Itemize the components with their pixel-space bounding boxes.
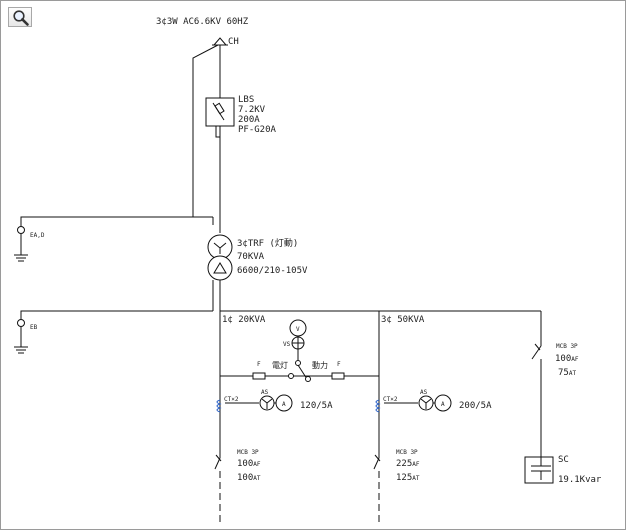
capacitor-mcb-switch — [531, 345, 542, 360]
transformer-capacity: 70KVA — [237, 252, 265, 262]
feeder-right-ammeter-circle — [434, 394, 452, 412]
feeder-left-at-value: 100 — [237, 473, 253, 483]
fuse-left — [252, 372, 266, 380]
magnifier-icon — [13, 10, 29, 26]
ground-eb-wire — [20, 310, 213, 319]
zoom-button[interactable] — [8, 7, 32, 27]
fuse-left-label: F — [257, 361, 261, 368]
ground-ead-symbol — [14, 226, 28, 262]
meter-light-label: 電灯 — [272, 360, 288, 370]
lbs-voltage: 7.2KV — [238, 105, 266, 115]
feeder-left-at: 100AT — [237, 473, 261, 483]
capacitor-at-unit: AT — [569, 370, 577, 377]
lbs-symbol — [205, 97, 235, 137]
feeder-right-as: AS — [420, 389, 428, 396]
cable-head-symbol — [212, 37, 228, 46]
cable-head-label: CH — [228, 37, 239, 47]
feeder-left-as: AS — [261, 389, 269, 396]
lbs-fuse: PF-G20A — [238, 125, 277, 135]
feeder-right-title: 3¢ 50KVA — [381, 315, 425, 325]
feeder-left-ammeter-circle — [275, 394, 293, 412]
voltmeter-switch-symbol — [291, 336, 305, 350]
feeder-left-mcb-title: MCB 3P — [237, 449, 259, 456]
feeder-right-ct-symbol — [375, 399, 381, 413]
feeder-right-at: 125AT — [396, 473, 420, 483]
ground-eb-label: EB — [30, 324, 38, 331]
capacitor-af-unit: AF — [571, 356, 579, 363]
feeder-left-mcb-switch — [214, 457, 221, 470]
feeder-left-af-value: 100 — [237, 459, 253, 469]
capacitor-rating: 19.1Kvar — [558, 475, 602, 485]
feeder-right-ammeter: A — [441, 401, 445, 408]
transformer-name: 3¢TRF (灯動) — [237, 238, 298, 249]
feeder-right-ratio: 200/5A — [459, 401, 492, 411]
feeder-right-ct: CT×2 — [383, 396, 398, 403]
capacitor-mcb-title: MCB 3P — [556, 343, 578, 350]
feeder-left-af: 100AF — [237, 459, 261, 469]
feeder-left-ammeter: A — [282, 401, 286, 408]
feeder-right-af-unit: AF — [412, 461, 420, 468]
lbs-ground-wire — [215, 126, 220, 138]
capacitor-symbol — [524, 456, 554, 484]
capacitor-af: 100AF — [555, 354, 579, 364]
feeder-left-ratio: 120/5A — [300, 401, 333, 411]
voltmeter-switch-label: VS — [283, 341, 291, 348]
feeder-right-af-value: 225 — [396, 459, 412, 469]
feeder-right-as-symbol — [418, 395, 434, 411]
capacitor-at: 75AT — [558, 368, 576, 378]
voltmeter-label: V — [296, 326, 300, 333]
transfer-switch-blade — [297, 364, 308, 380]
capacitor-name: SC — [558, 455, 569, 465]
ground-ead-label: EA,D — [30, 232, 45, 239]
feeder-left-af-unit: AF — [253, 461, 261, 468]
fuse-right-label: F — [337, 361, 341, 368]
feeder-left-ct: CT×2 — [224, 396, 239, 403]
feeder-left-ct-symbol — [216, 399, 222, 413]
feeder-right-mcb-title: MCB 3P — [396, 449, 418, 456]
capacitor-at-value: 75 — [558, 368, 569, 378]
transformer-symbol — [207, 234, 233, 281]
fuse-right — [331, 372, 345, 380]
feeder-left-as-symbol — [259, 395, 275, 411]
ground-wire-upper — [192, 44, 219, 217]
feeder-right-mcb-switch — [373, 457, 380, 470]
feeder-right-at-value: 125 — [396, 473, 412, 483]
feeder-left-at-unit: AT — [253, 475, 261, 482]
lbs-name: LBS — [238, 95, 254, 105]
transformer-ratio: 6600/210-105V — [237, 266, 308, 276]
capacitor-af-value: 100 — [555, 354, 571, 364]
lbs-current: 200A — [238, 115, 260, 125]
ground-eb-symbol — [14, 319, 28, 354]
meter-power-label: 動力 — [312, 360, 328, 370]
ground-ead-wire — [20, 216, 213, 226]
supply-label: 3¢3W AC6.6KV 60HZ — [156, 17, 249, 27]
feeder-left-title: 1¢ 20KVA — [222, 315, 266, 325]
feeder-right-af: 225AF — [396, 459, 420, 469]
feeder-right-at-unit: AT — [412, 475, 420, 482]
